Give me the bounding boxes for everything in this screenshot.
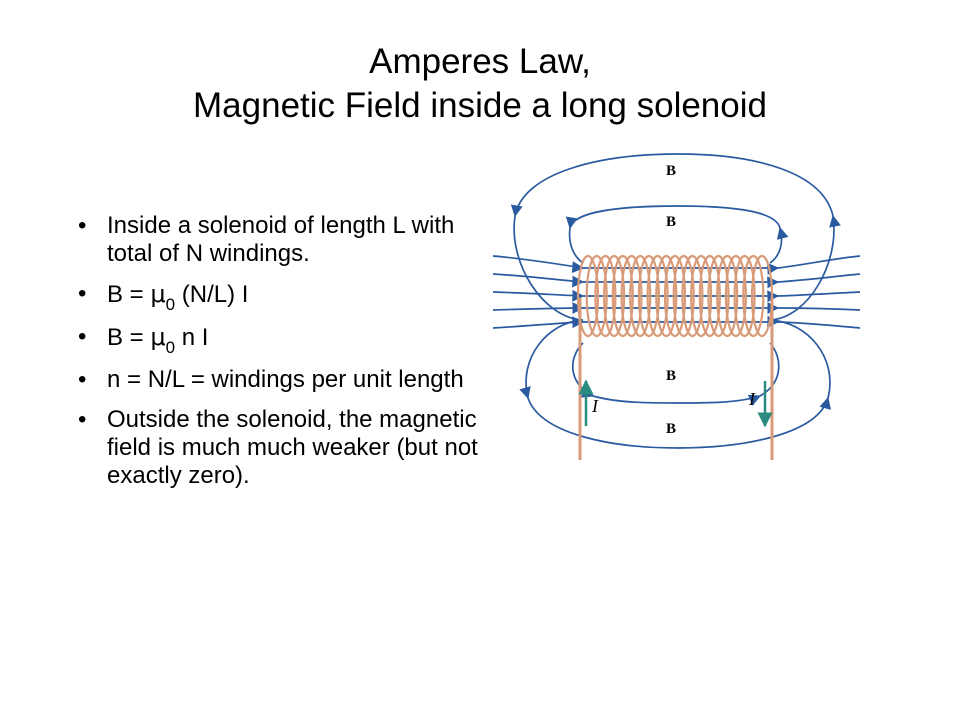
mu-subscript: 0 [165, 338, 176, 357]
coil-winding [742, 254, 765, 338]
coil-winding [637, 254, 660, 338]
field-lines [492, 153, 861, 449]
field-label-b: B [666, 368, 676, 384]
coil-winding [716, 254, 739, 338]
coil-winding [733, 254, 756, 338]
solenoid-coil [576, 254, 774, 460]
bullet-dot: • [78, 406, 87, 433]
coil-winding [681, 254, 704, 338]
field-line [492, 255, 861, 275]
title-line-1: Amperes Law, [369, 42, 591, 81]
field-line [510, 153, 679, 321]
solenoid-diagram: B B B B I I [492, 153, 861, 460]
coil-winding [655, 254, 678, 338]
title-line-2: Magnetic Field inside a long solenoid [193, 86, 767, 125]
mu-symbol: μ [150, 323, 166, 351]
field-line [677, 153, 841, 321]
field-line [571, 342, 679, 404]
coil-winding [707, 254, 730, 338]
coil-winding [585, 254, 608, 338]
bullet-item: • Inside a solenoid of length L with tot… [78, 212, 478, 268]
mu-symbol: μ [150, 280, 166, 308]
coil-winding [594, 254, 617, 338]
field-label-b: B [666, 163, 676, 179]
field-line [677, 319, 831, 449]
bullet-text: Inside a solenoid of length L with total… [107, 212, 455, 267]
field-line [519, 319, 679, 449]
bullet-item: • n = N/L = windings per unit length [78, 366, 478, 394]
coil-winding [629, 254, 652, 338]
current-label-i: I [748, 389, 756, 409]
field-line [677, 342, 780, 406]
formula-suffix: (N/L) I [175, 281, 249, 308]
coil-winding [672, 254, 695, 338]
bullet-list: • Inside a solenoid of length L with tot… [78, 212, 478, 502]
coil-winding [663, 254, 687, 338]
coil-winding [620, 254, 643, 338]
formula-prefix: B = [107, 324, 151, 351]
bullet-text: n = N/L = windings per unit length [107, 366, 464, 393]
field-line [677, 205, 789, 264]
bullet-item: • B = μ0 (N/L) I [78, 280, 478, 314]
field-line [492, 315, 861, 329]
current-label-i: I [591, 396, 599, 416]
field-line [492, 273, 861, 289]
formula-suffix: n I [175, 324, 209, 351]
slide-title: Amperes Law, Magnetic Field inside a lon… [0, 40, 960, 128]
coil-winding [690, 254, 713, 338]
coil-winding [724, 254, 747, 338]
coil-winding [698, 254, 721, 338]
coil-winding [750, 254, 774, 338]
field-line [492, 289, 861, 303]
field-label-b: B [666, 214, 676, 230]
bullet-dot: • [78, 323, 87, 350]
bullet-item: • B = μ0 n I [78, 323, 478, 357]
bullet-dot: • [78, 366, 87, 393]
field-line [492, 302, 861, 314]
coil-winding [576, 254, 600, 338]
coil-winding [611, 254, 634, 338]
bullet-dot: • [78, 212, 87, 239]
bullet-item: • Outside the solenoid, the magnetic fie… [78, 406, 478, 490]
formula-prefix: B = [107, 281, 151, 308]
coil-winding [646, 254, 669, 338]
mu-subscript: 0 [165, 295, 176, 314]
field-line [565, 205, 679, 264]
coil-winding [602, 254, 626, 338]
bullet-dot: • [78, 280, 87, 307]
bullet-text: Outside the solenoid, the magnetic field… [107, 406, 478, 489]
field-label-b: B [666, 421, 676, 437]
